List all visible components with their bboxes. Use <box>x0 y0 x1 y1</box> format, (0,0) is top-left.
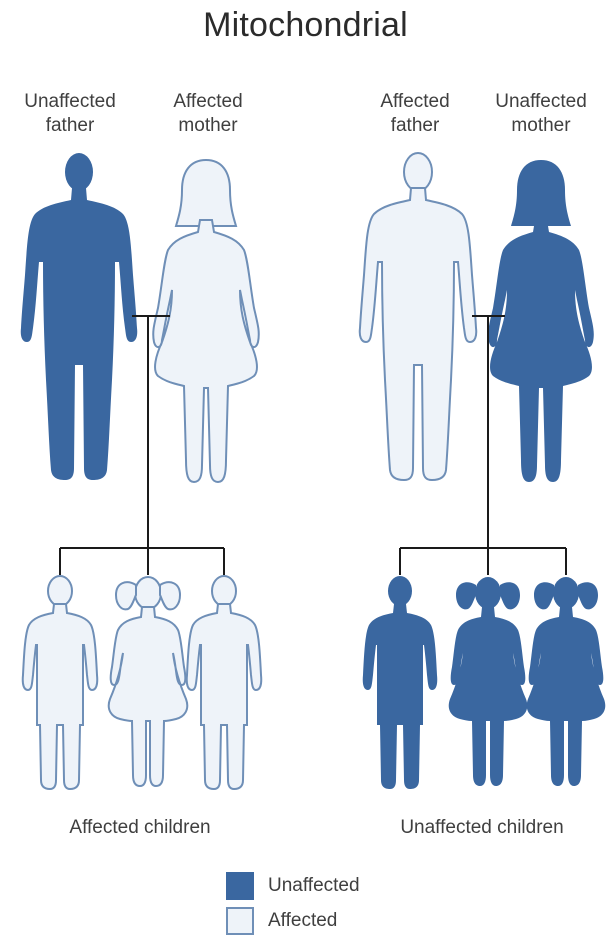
legend-label: Affected <box>268 910 337 932</box>
right-child-girl-2 <box>527 577 606 786</box>
legend-swatch-affected <box>226 907 254 935</box>
right-mother-figure <box>488 160 594 482</box>
right-children-caption: Unaffected children <box>362 817 602 839</box>
left-child-boy-2 <box>187 576 262 789</box>
left-child-boy-1 <box>23 576 98 789</box>
left-mother-figure <box>153 160 259 482</box>
legend-item-unaffected: Unaffected <box>226 871 360 901</box>
left-father-figure <box>21 153 138 480</box>
right-child-boy <box>363 576 438 789</box>
legend-swatch-unaffected <box>226 872 254 900</box>
left-child-girl <box>109 577 188 786</box>
right-child-girl-1 <box>449 577 528 786</box>
left-children-caption: Affected children <box>20 817 260 839</box>
legend-label: Unaffected <box>268 875 360 897</box>
legend-item-affected: Affected <box>226 906 337 936</box>
right-father-figure <box>360 153 477 480</box>
